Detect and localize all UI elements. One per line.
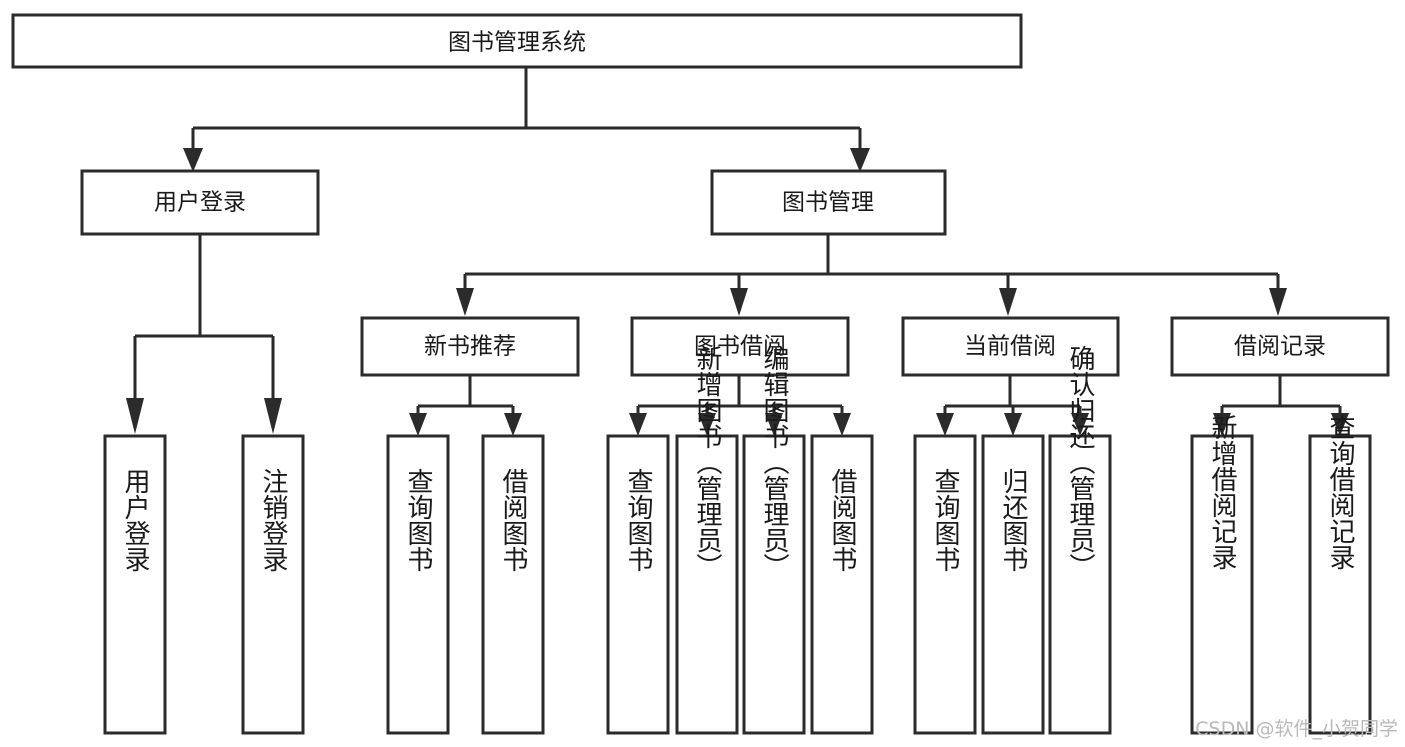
node-leaf-query-book-3-label: 查询图书: [930, 468, 960, 572]
node-leaf-query-book-2-label: 查询图书: [623, 468, 653, 572]
node-user-login[interactable]: 用户登录: [80, 169, 320, 236]
node-leaf-return-book-label: 归还图书: [998, 468, 1028, 572]
node-leaf-confirm-return-label: 确认归还（管理员）: [1065, 345, 1095, 579]
node-leaf-query-book-2[interactable]: 查询图书: [606, 434, 670, 735]
node-leaf-borrow-book-2-label: 借阅图书: [827, 468, 857, 572]
node-leaf-user-login[interactable]: 用户登录: [103, 434, 167, 735]
edge-current-borrow-to-leaves: [936, 375, 1089, 436]
edge-book-manage-to-level3: [456, 234, 1287, 316]
node-leaf-confirm-return[interactable]: 确认归还（管理员）: [1048, 345, 1112, 735]
node-leaf-logout-label: 注销登录: [258, 468, 288, 572]
node-leaf-query-book-1[interactable]: 查询图书: [386, 434, 450, 735]
node-new-book-rec-label: 新书推荐: [424, 334, 516, 360]
node-leaf-query-record-label: 查询借阅记录: [1325, 414, 1355, 570]
node-current-borrow[interactable]: 当前借阅: [901, 316, 1120, 377]
node-root-label: 图书管理系统: [448, 30, 586, 56]
node-book-borrow[interactable]: 图书借阅: [630, 316, 850, 377]
node-leaf-borrow-book-1-label: 借阅图书: [498, 468, 528, 572]
edge-book-borrow-to-leaves: [629, 375, 851, 436]
node-leaf-add-record-label: 新增借阅记录: [1207, 414, 1237, 570]
node-leaf-return-book[interactable]: 归还图书: [981, 434, 1045, 735]
node-book-borrow-label: 图书借阅: [694, 334, 786, 360]
node-borrow-record[interactable]: 借阅记录: [1170, 316, 1390, 377]
node-leaf-query-record[interactable]: 查询借阅记录: [1308, 414, 1372, 735]
node-leaf-edit-book[interactable]: 编辑图书（管理员）: [742, 345, 806, 735]
node-leaf-borrow-book-1[interactable]: 借阅图书: [481, 434, 545, 735]
csdn-watermark: CSDN @软件_小贺同学: [1195, 718, 1398, 740]
edge-borrow-record-to-leaves: [1213, 375, 1349, 436]
node-root[interactable]: 图书管理系统: [11, 13, 1023, 69]
node-leaf-query-book-1-label: 查询图书: [403, 468, 433, 572]
node-new-book-rec[interactable]: 新书推荐: [360, 316, 580, 377]
edge-user-login-to-leaves: [126, 234, 282, 434]
node-leaf-add-book[interactable]: 新增图书（管理员）: [675, 345, 739, 735]
node-user-login-label: 用户登录: [154, 190, 246, 216]
node-current-borrow-label: 当前借阅: [964, 334, 1056, 360]
node-leaf-user-login-label: 用户登录: [120, 468, 150, 572]
node-leaf-query-book-3[interactable]: 查询图书: [913, 434, 977, 735]
node-book-manage-label: 图书管理: [782, 190, 874, 216]
node-leaf-edit-book-label: 编辑图书（管理员）: [759, 345, 789, 579]
node-book-manage[interactable]: 图书管理: [710, 169, 947, 236]
node-borrow-record-label: 借阅记录: [1234, 334, 1326, 360]
edge-root-to-level2: [183, 67, 870, 172]
node-leaf-add-record[interactable]: 新增借阅记录: [1190, 414, 1254, 735]
node-leaf-borrow-book-2[interactable]: 借阅图书: [810, 434, 874, 735]
node-leaf-logout[interactable]: 注销登录: [241, 434, 305, 735]
edge-new-book-rec-to-leaves: [409, 375, 522, 436]
node-leaf-add-book-label: 新增图书（管理员）: [692, 345, 722, 579]
